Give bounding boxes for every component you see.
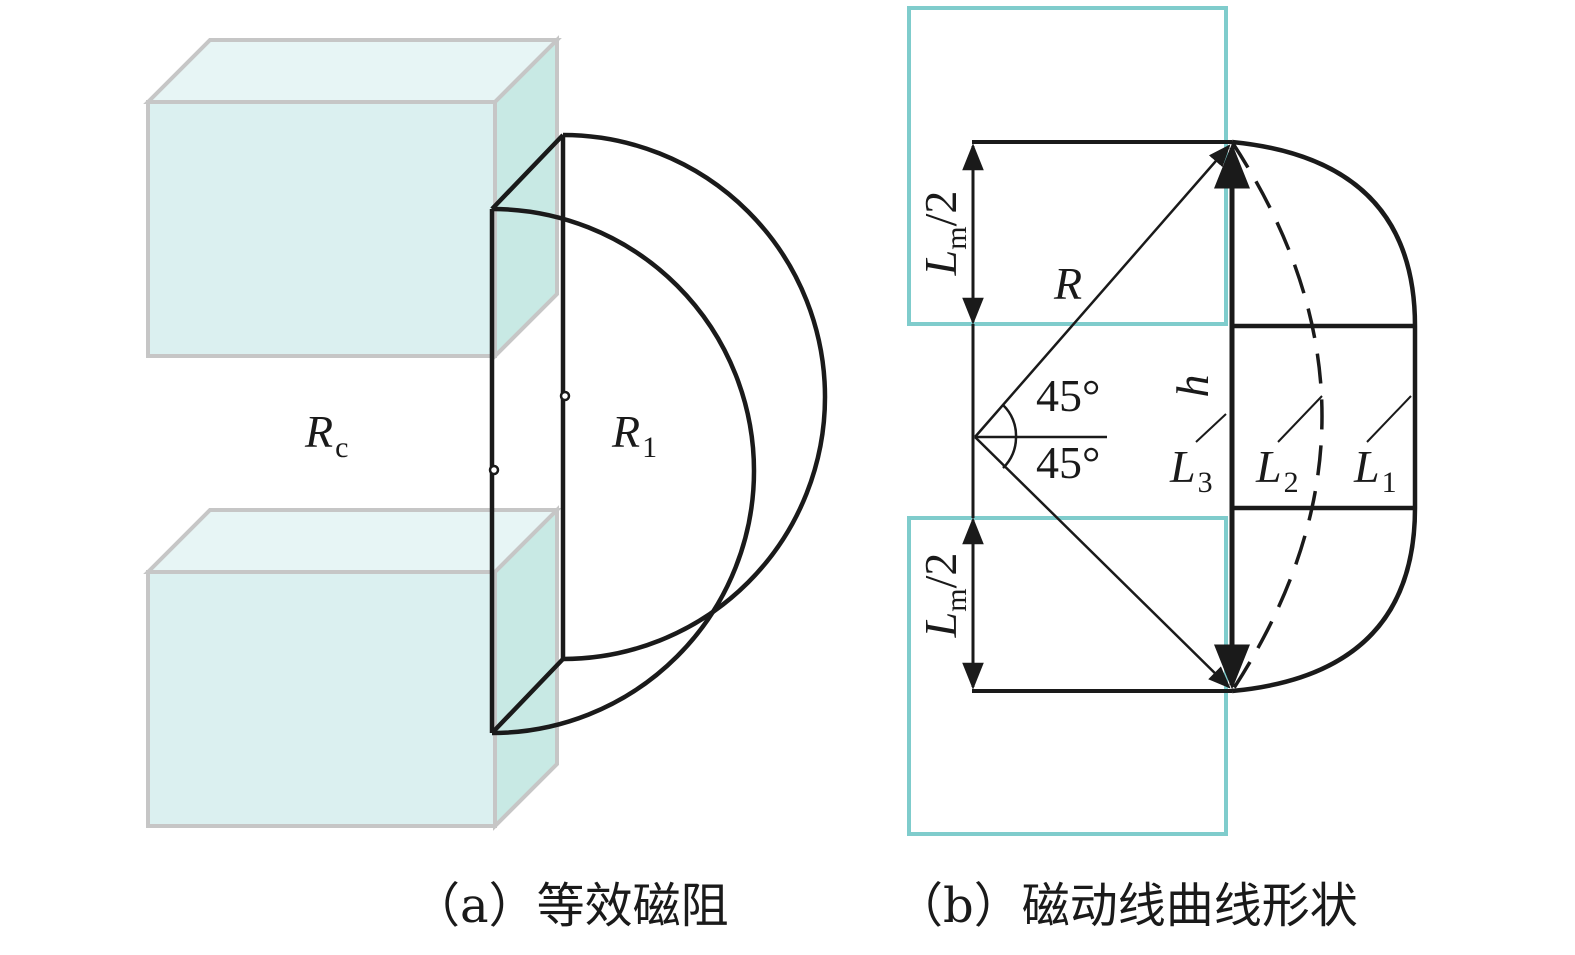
label-r: R — [1053, 258, 1082, 309]
label-l3: L3 — [1169, 441, 1213, 499]
label-rc: Rc — [304, 406, 348, 464]
l2-leader-line — [1277, 395, 1323, 443]
l3-leader-line — [1195, 413, 1227, 443]
angle-arc-lower — [1002, 436, 1018, 469]
label-l1: L1 — [1353, 441, 1397, 499]
label-angle-lower: 45° — [1036, 437, 1100, 488]
half-disc-shell — [488, 132, 828, 736]
panel-b-flux-line-shape: Lm/2 Lm/2 R 45° 45° h L3 L2 L1 — [907, 6, 1418, 836]
radius-line-upper — [974, 144, 1231, 438]
label-lm-top: Lm/2 — [915, 191, 973, 277]
l1-leader-line — [1366, 395, 1412, 443]
caption-b: （b）磁动线曲线形状 — [895, 878, 1358, 934]
label-r1: R1 — [611, 406, 657, 464]
label-lm-bottom: Lm/2 — [915, 553, 973, 639]
radius-line-lower — [974, 436, 1231, 689]
label-h: h — [1167, 375, 1218, 398]
panel-a-equivalent-reluctance: Rc R1 — [143, 35, 828, 831]
lower-magnet-block — [143, 505, 562, 831]
dashed-flux-curve — [1230, 141, 1324, 692]
caption-a: （a）等效磁阻 — [412, 878, 729, 934]
outer-flux-path — [1231, 139, 1418, 694]
upper-magnet-block — [143, 35, 562, 361]
label-angle-upper: 45° — [1036, 370, 1100, 421]
label-l2: L2 — [1255, 441, 1299, 499]
angle-arc-upper — [1002, 404, 1018, 438]
